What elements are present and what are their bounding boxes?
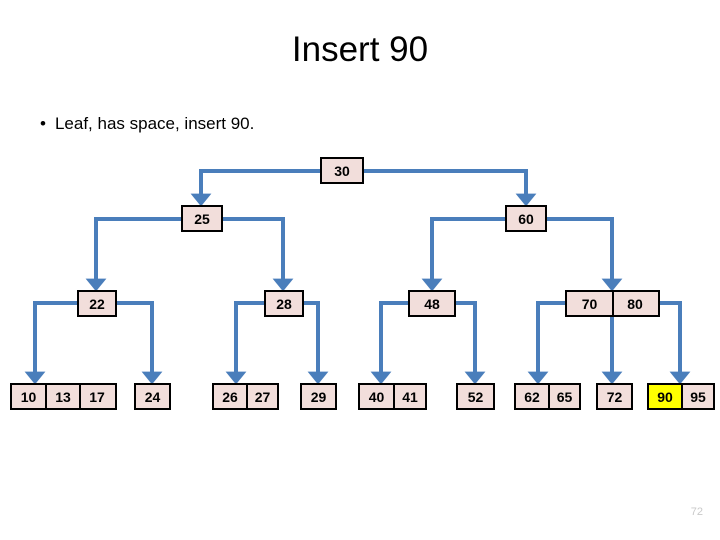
- btree-key-62[interactable]: 62: [516, 385, 548, 408]
- btree-key-30[interactable]: 30: [322, 159, 362, 182]
- btree-leaf-62-65[interactable]: 62 65: [514, 383, 581, 410]
- btree-key-52[interactable]: 52: [458, 385, 493, 408]
- btree-key-10[interactable]: 10: [12, 385, 45, 408]
- btree-node-48[interactable]: 48: [408, 290, 456, 317]
- btree-node-28[interactable]: 28: [264, 290, 304, 317]
- bullet-item: • Leaf, has space, insert 90.: [40, 112, 560, 136]
- btree-key-80[interactable]: 80: [612, 292, 656, 315]
- btree-node-22[interactable]: 22: [77, 290, 117, 317]
- btree-key-70[interactable]: 70: [567, 292, 612, 315]
- bullet-label: Leaf, has space, insert 90.: [54, 114, 255, 133]
- btree-key-26[interactable]: 26: [214, 385, 246, 408]
- btree-key-17[interactable]: 17: [79, 385, 113, 408]
- btree-key-90-inserted[interactable]: 90: [649, 385, 681, 408]
- page-title: Insert 90: [291, 30, 429, 69]
- btree-leaf-24[interactable]: 24: [134, 383, 171, 410]
- btree-leaf-90-95[interactable]: 90 95: [647, 383, 715, 410]
- btree-key-28[interactable]: 28: [266, 292, 302, 315]
- btree-key-25[interactable]: 25: [183, 207, 221, 230]
- btree-node-root-30[interactable]: 30: [320, 157, 364, 184]
- btree-leaf-52[interactable]: 52: [456, 383, 495, 410]
- bullet-marker: •: [40, 114, 46, 133]
- btree-key-29[interactable]: 29: [302, 385, 335, 408]
- btree-leaf-10-13-17[interactable]: 10 13 17: [10, 383, 117, 410]
- btree-key-22[interactable]: 22: [79, 292, 115, 315]
- btree-key-41[interactable]: 41: [393, 385, 425, 408]
- page-number: 72: [690, 506, 703, 518]
- btree-leaf-26-27[interactable]: 26 27: [212, 383, 279, 410]
- btree-key-60[interactable]: 60: [507, 207, 545, 230]
- btree-node-60[interactable]: 60: [505, 205, 547, 232]
- btree-key-24[interactable]: 24: [136, 385, 169, 408]
- btree-key-13[interactable]: 13: [45, 385, 79, 408]
- btree-leaf-72[interactable]: 72: [596, 383, 633, 410]
- btree-node-70-80[interactable]: 70 80: [565, 290, 660, 317]
- btree-key-72[interactable]: 72: [598, 385, 631, 408]
- btree-key-48[interactable]: 48: [410, 292, 454, 315]
- btree-leaf-40-41[interactable]: 40 41: [358, 383, 427, 410]
- btree-key-40[interactable]: 40: [360, 385, 393, 408]
- btree-node-25[interactable]: 25: [181, 205, 223, 232]
- btree-key-65[interactable]: 65: [548, 385, 579, 408]
- btree-leaf-29[interactable]: 29: [300, 383, 337, 410]
- btree-key-27[interactable]: 27: [246, 385, 277, 408]
- btree-key-95[interactable]: 95: [681, 385, 713, 408]
